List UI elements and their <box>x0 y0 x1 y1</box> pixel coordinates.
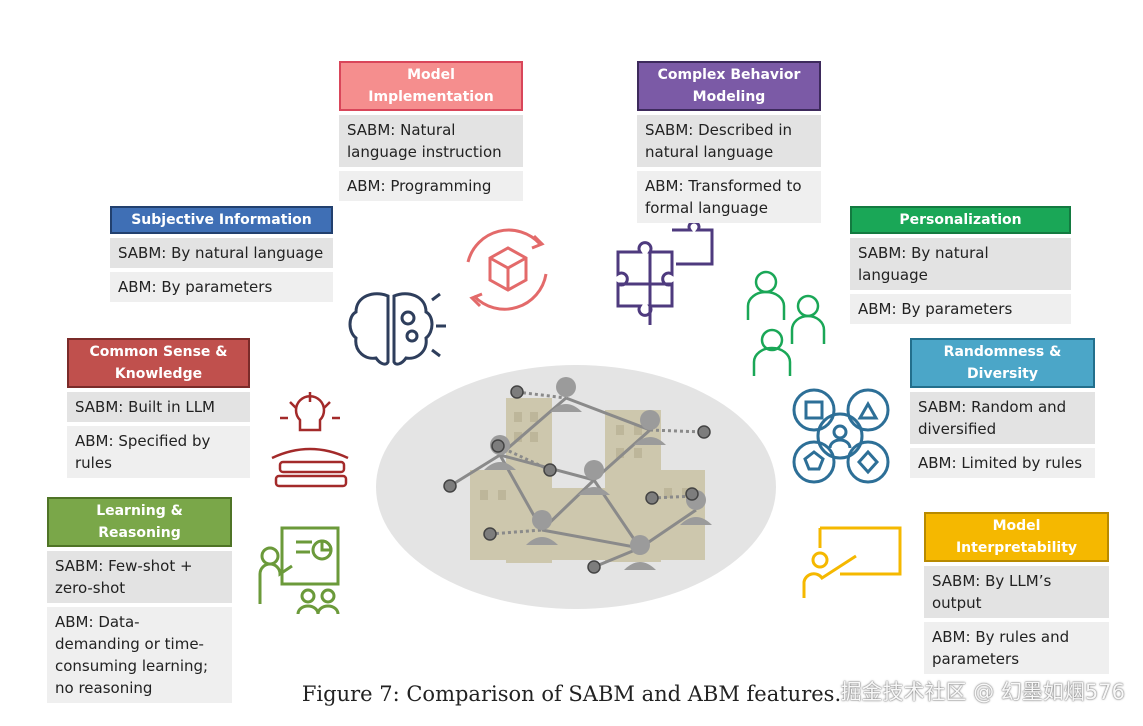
card-header: Model Interpretability <box>924 512 1109 562</box>
abm-row: ABM: Transformed to formal language <box>637 171 821 223</box>
card-complex-behavior: Complex Behavior Modeling SABM: Describe… <box>637 61 821 223</box>
people-icon <box>746 270 826 376</box>
abm-row: ABM: By parameters <box>850 294 1071 324</box>
card-model-implementation: Model Implementation SABM: Natural langu… <box>339 61 523 201</box>
card-header: Complex Behavior Modeling <box>637 61 821 111</box>
card-randomness: Randomness & Diversity SABM: Random and … <box>910 338 1095 478</box>
sabm-row: SABM: Described in natural language <box>637 115 821 167</box>
cycle-box-icon <box>466 228 548 311</box>
card-header: Subjective Information <box>110 206 333 234</box>
presentation-icon <box>802 526 902 598</box>
diversity-shapes-icon <box>792 388 890 484</box>
abm-row: ABM: By parameters <box>110 272 333 302</box>
sabm-row: SABM: Few-shot + zero-shot <box>47 551 232 603</box>
abm-row: ABM: Programming <box>339 171 523 201</box>
watermark: 掘金技术社区 @ 幻墨如烟576 <box>840 680 1125 704</box>
puzzle-icon <box>616 220 714 325</box>
sabm-row: SABM: By LLM’s output <box>924 566 1109 618</box>
brain-gear-icon <box>348 292 446 366</box>
card-learning-reasoning: Learning & Reasoning SABM: Few-shot + ze… <box>47 497 232 703</box>
figure-caption: Figure 7: Comparison of SABM and ABM fea… <box>301 682 842 706</box>
card-header: Personalization <box>850 206 1071 234</box>
lightbulb-book-icon <box>271 392 349 488</box>
sabm-row: SABM: By natural language <box>850 238 1071 290</box>
card-subjective-information: Subjective Information SABM: By natural … <box>110 206 333 302</box>
sabm-row: SABM: Random and diversified <box>910 392 1095 444</box>
card-header: Learning & Reasoning <box>47 497 232 547</box>
abm-row: ABM: Specified by rules <box>67 426 250 478</box>
sabm-row: SABM: Natural language instruction <box>339 115 523 167</box>
card-common-sense: Common Sense & Knowledge SABM: Built in … <box>67 338 250 478</box>
card-header: Randomness & Diversity <box>910 338 1095 388</box>
sabm-row: SABM: By natural language <box>110 238 333 268</box>
card-personalization: Personalization SABM: By natural languag… <box>850 206 1071 324</box>
teacher-board-icon <box>258 526 340 615</box>
card-header: Model Implementation <box>339 61 523 111</box>
abm-row: ABM: By rules and parameters <box>924 622 1109 674</box>
abm-row: ABM: Data-demanding or time-consuming le… <box>47 607 232 703</box>
card-model-interpretability: Model Interpretability SABM: By LLM’s ou… <box>924 512 1109 674</box>
sabm-row: SABM: Built in LLM <box>67 392 250 422</box>
card-header: Common Sense & Knowledge <box>67 338 250 388</box>
abm-row: ABM: Limited by rules <box>910 448 1095 478</box>
